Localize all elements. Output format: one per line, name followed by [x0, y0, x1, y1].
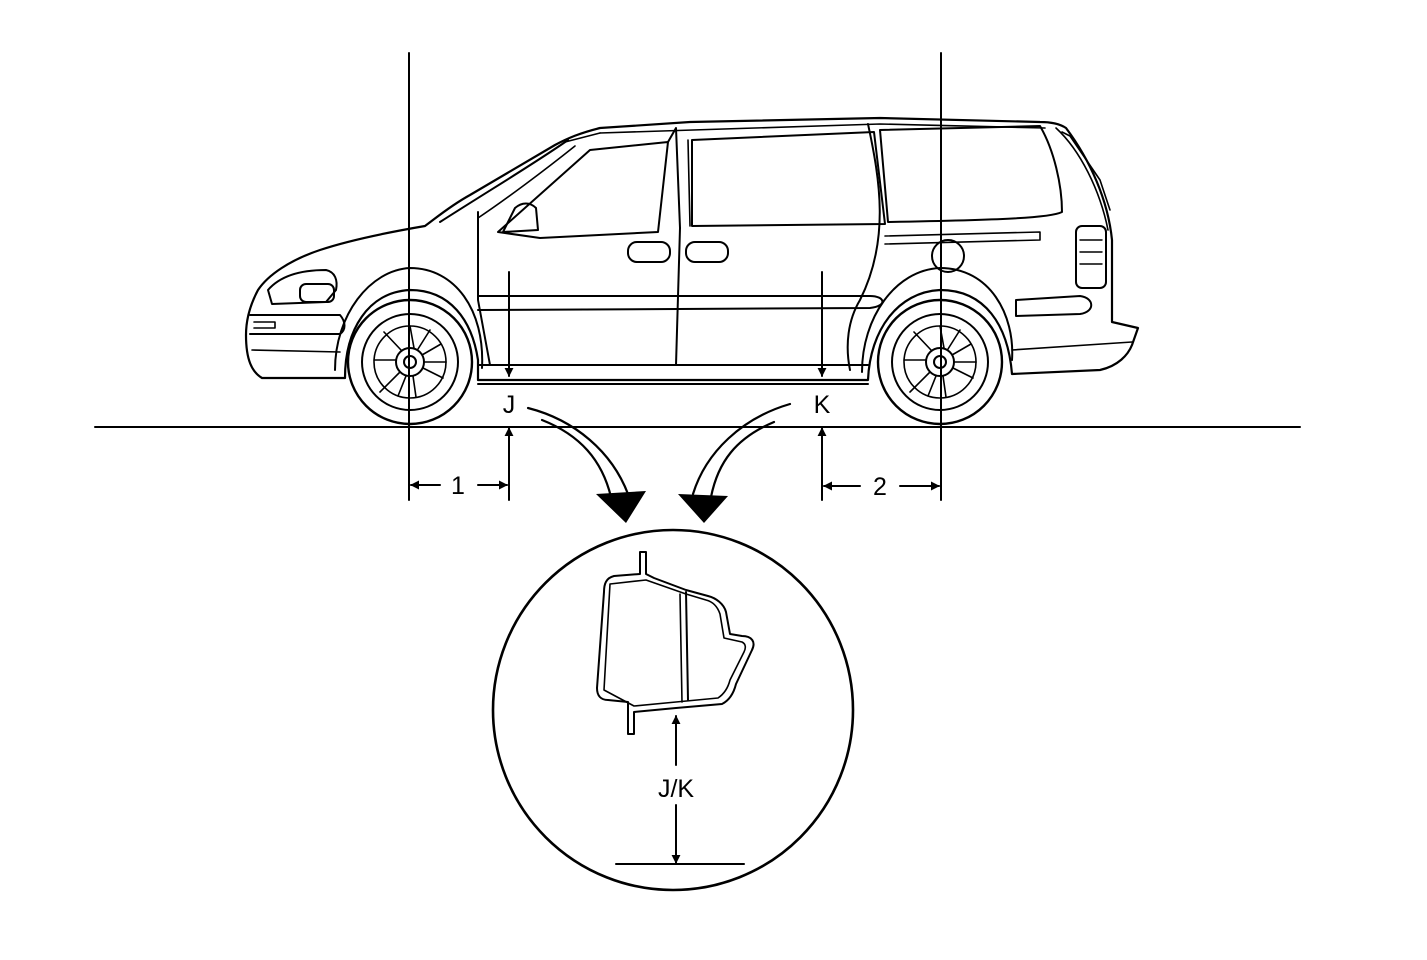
dimension-2-label: 2: [873, 473, 887, 501]
section-jk-label: J/K: [658, 775, 694, 803]
callout-arrow-k: [678, 402, 792, 523]
dimension-1-label: 1: [451, 472, 465, 500]
point-k-label: K: [814, 391, 831, 419]
van-body-outline: [244, 116, 1140, 382]
rear-wheel: [876, 298, 1004, 426]
point-j-label: J: [503, 391, 516, 419]
minivan-side-view: [244, 116, 1140, 385]
front-wheel: [346, 298, 474, 426]
callout-arrow-j: [526, 406, 646, 523]
section-detail-circle: [491, 528, 855, 892]
rocker-cross-section: [596, 551, 755, 735]
